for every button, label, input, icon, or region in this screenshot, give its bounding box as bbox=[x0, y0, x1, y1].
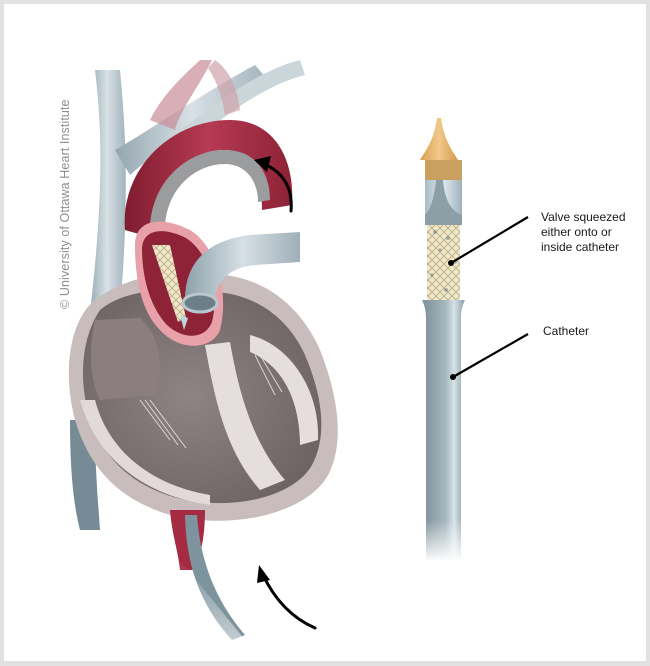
catheter-callout-dot bbox=[450, 374, 456, 380]
heart-catheter-illustration bbox=[68, 60, 529, 650]
catheter-assembly bbox=[420, 118, 468, 562]
heart bbox=[68, 272, 338, 521]
pulmonary-artery bbox=[181, 232, 300, 314]
valve-callout-label: Valve squeezed either onto or inside cat… bbox=[541, 210, 646, 255]
copyright-credit: © University of Ottawa Heart Institute bbox=[58, 99, 72, 309]
lower-arrow-head bbox=[257, 565, 270, 583]
lower-arrow-icon bbox=[261, 573, 317, 630]
callout-lines bbox=[450, 216, 529, 378]
aortic-arch bbox=[124, 60, 293, 240]
valve-callout-dot bbox=[448, 260, 454, 266]
valve-callout-line-3: inside catheter bbox=[541, 240, 620, 254]
catheter-callout-label: Catheter bbox=[543, 324, 590, 338]
valve-callout-line-1: Valve squeezed bbox=[541, 210, 626, 224]
upper-arrow-icon bbox=[262, 162, 293, 213]
upper-arrow-head bbox=[254, 156, 271, 172]
valve-callout-line-2: either onto or bbox=[541, 225, 612, 239]
descending-vessel bbox=[170, 510, 245, 650]
figure-frame: © University of Ottawa Heart Institute V… bbox=[4, 4, 646, 661]
